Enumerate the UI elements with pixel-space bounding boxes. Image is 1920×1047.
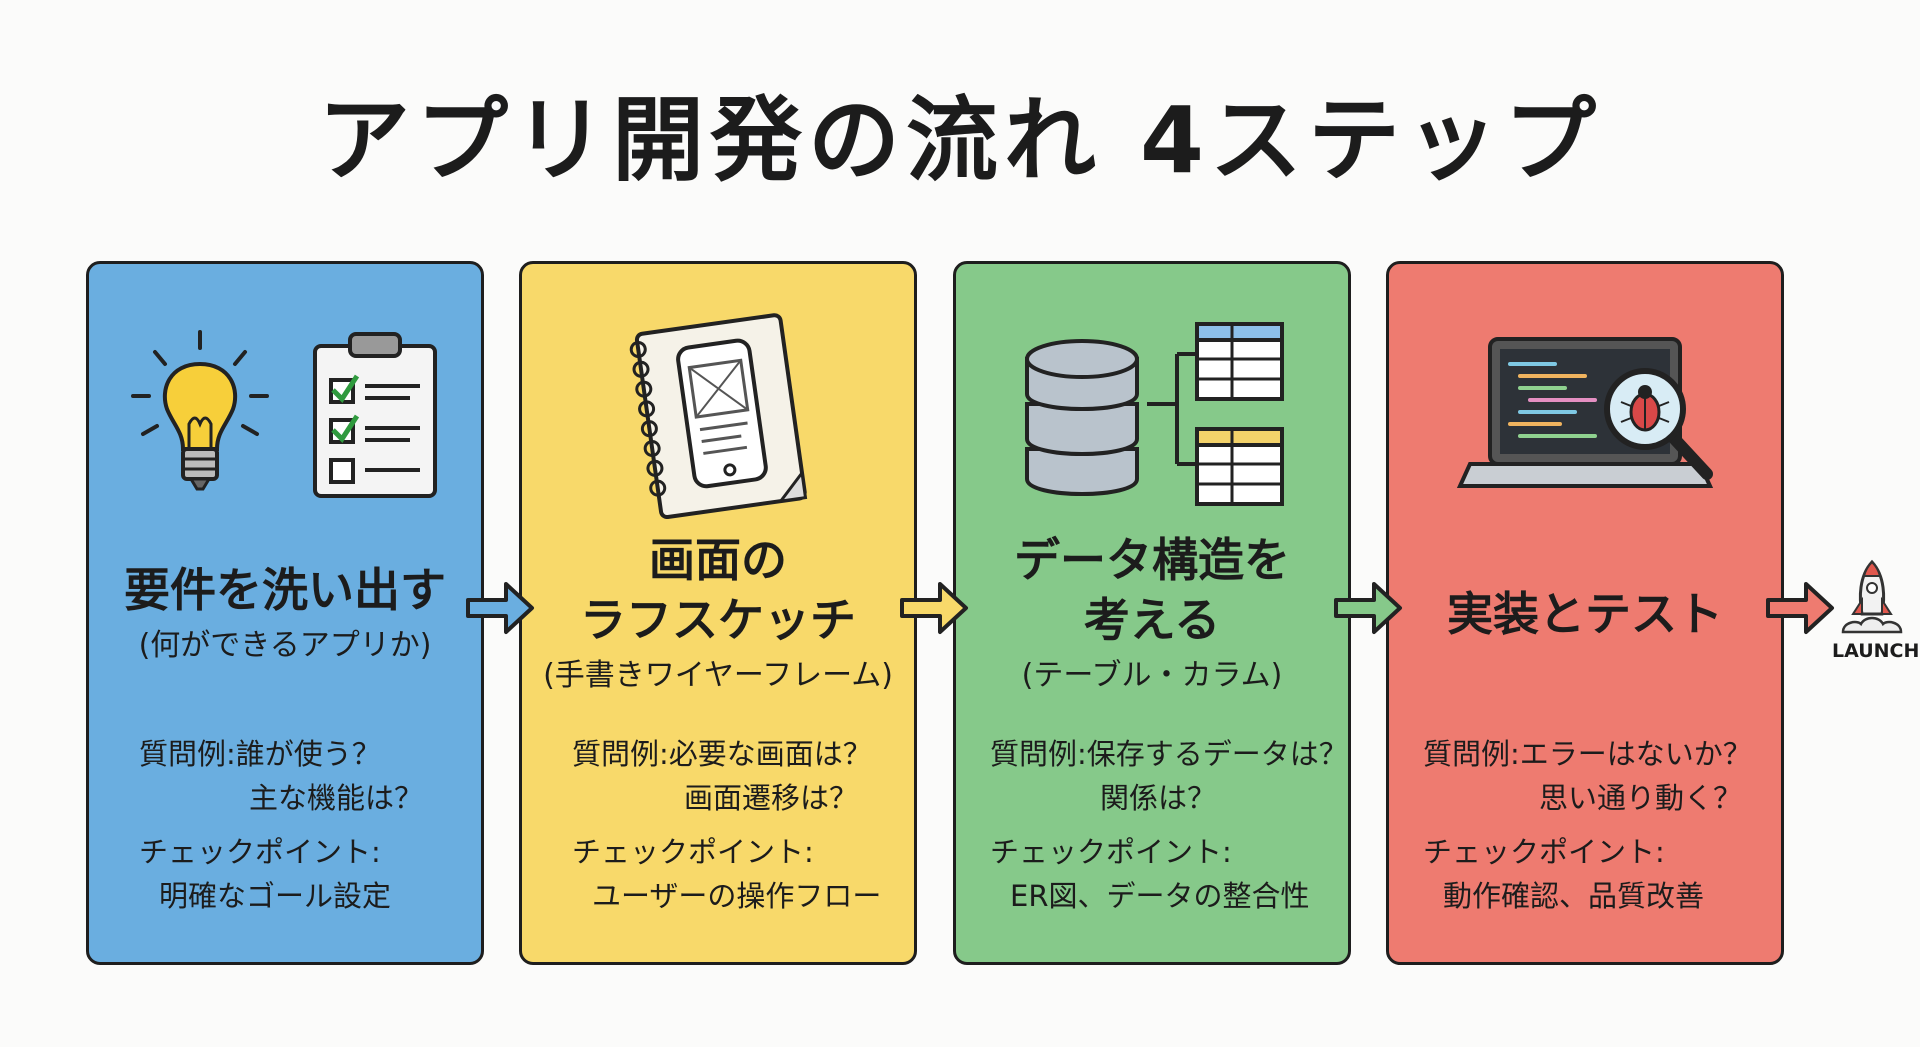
sketchbook-phone-wireframe-icon [629, 313, 808, 519]
step-card-data-structure: データ構造を 考える (テーブル・カラム) 質問例:保存するデータは？ 関係は？… [953, 261, 1351, 965]
table-icon [1147, 322, 1284, 506]
question-item: エラーはないか？ [1519, 737, 1752, 771]
question-item: 思い通り動く？ [1539, 781, 1743, 815]
step-card-requirements: 要件を洗い出す (何ができるアプリか) 質問例:誰が使う？ 主な機能は？ チェッ… [86, 261, 484, 965]
arrow-right-icon [1766, 582, 1834, 634]
question-label: 質問例: [990, 737, 1087, 771]
question-examples: 質問例:必要な画面は？ 画面遷移は？ [572, 732, 904, 820]
question-label: 質問例: [572, 737, 669, 771]
checkpoint-label: チェックポイント: [139, 835, 381, 869]
question-label: 質問例: [1423, 737, 1520, 771]
checkpoint-text: ER図、データの整合性 [1010, 879, 1310, 913]
checkpoint-label: チェックポイント: [1423, 835, 1665, 869]
page-title: アプリ開発の流れ 4ステップ [317, 87, 1603, 194]
checkpoint-label: チェックポイント: [572, 835, 814, 869]
question-item: 主な機能は？ [249, 781, 424, 815]
lightbulb-icon [131, 330, 269, 491]
question-item: 誰が使う？ [235, 737, 381, 771]
step-heading: ラフスケッチ [580, 593, 856, 647]
question-examples: 質問例:保存するデータは？ 関係は？ [990, 732, 1348, 820]
launch-marker: LAUNCH [1832, 558, 1920, 662]
step-heading: データ構造を [1014, 533, 1290, 587]
checkpoint-text: ユーザーの操作フロー [592, 879, 882, 913]
magnifier-bug-icon [1604, 368, 1713, 480]
question-item: 保存するデータは？ [1086, 737, 1348, 771]
question-examples: 質問例:誰が使う？ 主な機能は？ [139, 732, 471, 820]
clipboard-checklist-icon [313, 332, 437, 498]
rocket-icon [1841, 559, 1903, 634]
step-heading: 考える [1083, 593, 1221, 647]
checkpoint: チェックポイント: 動作確認、品質改善 [1423, 830, 1771, 918]
step-card-implement-test: 実装とテスト 質問例:エラーはないか？ 思い通り動く？ チェックポイント: 動作… [1386, 261, 1784, 965]
step-card-sketch: 画面の ラフスケッチ (手書きワイヤーフレーム) 質問例:必要な画面は？ 画面遷… [519, 261, 917, 965]
checkpoint: チェックポイント: ユーザーの操作フロー [572, 830, 904, 918]
laptop-code-icon [1456, 337, 1714, 488]
arrow-right-icon [466, 582, 534, 634]
question-item: 関係は？ [1100, 781, 1217, 815]
step-subheading: (何ができるアプリか) [138, 628, 432, 663]
step-subheading: (手書きワイヤーフレーム) [543, 658, 893, 693]
question-item: 必要な画面は？ [668, 737, 872, 771]
arrow-right-icon [900, 582, 968, 634]
step-subheading: (テーブル・カラム) [1021, 658, 1283, 693]
step-heading: 画面の [649, 533, 787, 587]
checkpoint: チェックポイント: ER図、データの整合性 [990, 830, 1338, 918]
question-item: 画面遷移は？ [684, 781, 859, 815]
step-heading: 要件を洗い出す [124, 563, 446, 617]
question-examples: 質問例:エラーはないか？ 思い通り動く？ [1423, 732, 1771, 820]
database-icon [1025, 339, 1139, 496]
step-heading: 実装とテスト [1447, 587, 1723, 641]
checkpoint-label: チェックポイント: [990, 835, 1232, 869]
arrow-right-icon [1334, 582, 1402, 634]
checkpoint-text: 明確なゴール設定 [159, 879, 392, 913]
launch-label: LAUNCH [1832, 640, 1920, 662]
checkpoint: チェックポイント: 明確なゴール設定 [139, 830, 471, 918]
question-label: 質問例: [139, 737, 236, 771]
checkpoint-text: 動作確認、品質改善 [1443, 879, 1705, 913]
